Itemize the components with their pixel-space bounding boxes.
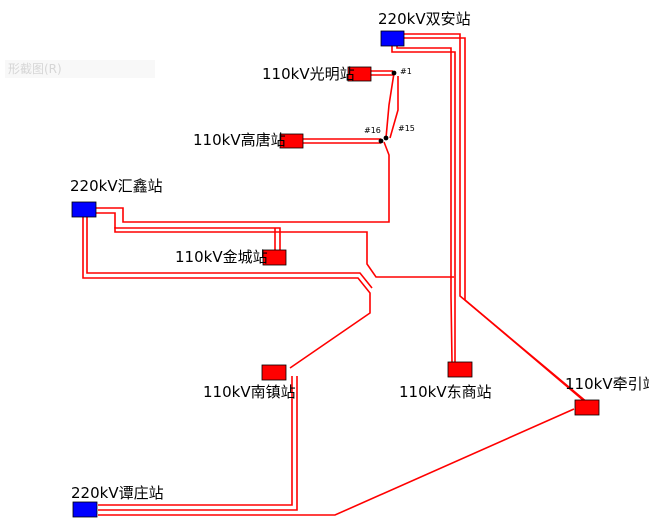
- node-15-dot[interactable]: [383, 135, 389, 141]
- line-nanzhen-tanzhuang-b[interactable]: [98, 376, 298, 511]
- station-qianyin-box[interactable]: [574, 399, 600, 416]
- station-dongshang-box[interactable]: [447, 361, 473, 378]
- station-tanzhuang[interactable]: 220kV谭庄站: [71, 484, 164, 518]
- line-nanzhen-tanzhuang[interactable]: [98, 376, 293, 506]
- line-n1-n15-b[interactable]: [389, 76, 399, 139]
- line-n16-corridor[interactable]: [96, 141, 390, 223]
- station-huixin-box[interactable]: [71, 201, 97, 218]
- station-gaotang-label: 110kV高唐站: [193, 131, 286, 149]
- stations: 220kV双安站 110kV光明站 110kV高唐站 220kV汇鑫站 110k…: [70, 10, 649, 518]
- station-huixin-label: 220kV汇鑫站: [70, 177, 163, 195]
- background-menu-ghost: 形截图(R): [5, 60, 155, 78]
- station-jincheng-box[interactable]: [262, 249, 287, 266]
- line-huixin-jincheng[interactable]: [114, 227, 281, 250]
- node-16-label: #16: [364, 126, 381, 135]
- line-huixin-nanzhen[interactable]: [82, 216, 371, 369]
- station-huixin[interactable]: 220kV汇鑫站: [70, 177, 163, 218]
- station-nanzhen-label: 110kV南镇站: [203, 383, 296, 401]
- station-shuangan[interactable]: 220kV双安站: [378, 10, 471, 47]
- station-qianyin-label: 110kV牵引站: [565, 375, 649, 393]
- node-16-dot[interactable]: [378, 138, 384, 144]
- line-huixin-nanzhen-b[interactable]: [86, 216, 373, 289]
- line-shuangan-dongshang[interactable]: [391, 46, 456, 362]
- station-tanzhuang-box[interactable]: [72, 501, 98, 518]
- station-guangming-label: 110kV光明站: [262, 65, 355, 83]
- station-guangming-box[interactable]: [347, 66, 372, 82]
- line-n1-n15[interactable]: [385, 72, 395, 139]
- station-qianyin[interactable]: 110kV牵引站: [565, 375, 649, 416]
- station-guangming[interactable]: 110kV光明站: [262, 65, 372, 83]
- station-jincheng-label: 110kV金城站: [175, 248, 268, 266]
- station-nanzhen[interactable]: 110kV南镇站: [203, 364, 296, 401]
- node-1-dot[interactable]: [391, 70, 397, 76]
- station-nanzhen-box[interactable]: [261, 364, 287, 381]
- line-shuangan-qianyin-b[interactable]: [404, 37, 591, 407]
- station-shuangan-box[interactable]: [380, 30, 405, 47]
- node-15-label: #15: [398, 124, 415, 133]
- ghost-menu-text: 形截图(R): [8, 62, 62, 76]
- line-tanzhuang-qianyin[interactable]: [98, 408, 575, 516]
- station-dongshang-label: 110kV东商站: [399, 383, 492, 401]
- transmission-lines: [82, 33, 591, 516]
- line-shuangan-dongshang-b[interactable]: [396, 46, 453, 363]
- station-jincheng[interactable]: 110kV金城站: [175, 248, 287, 266]
- station-gaotang-box[interactable]: [279, 133, 304, 149]
- ghost-menu-box: [5, 60, 155, 78]
- station-dongshang[interactable]: 110kV东商站: [399, 361, 492, 401]
- line-huixin-east[interactable]: [96, 212, 454, 278]
- node-1-label: #1: [400, 67, 412, 76]
- line-shuangan-qianyin[interactable]: [404, 33, 589, 404]
- junction-nodes: #1 #15 #16: [364, 67, 415, 144]
- station-gaotang[interactable]: 110kV高唐站: [193, 131, 304, 149]
- station-shuangan-label: 220kV双安站: [378, 10, 471, 28]
- station-tanzhuang-label: 220kV谭庄站: [71, 484, 164, 502]
